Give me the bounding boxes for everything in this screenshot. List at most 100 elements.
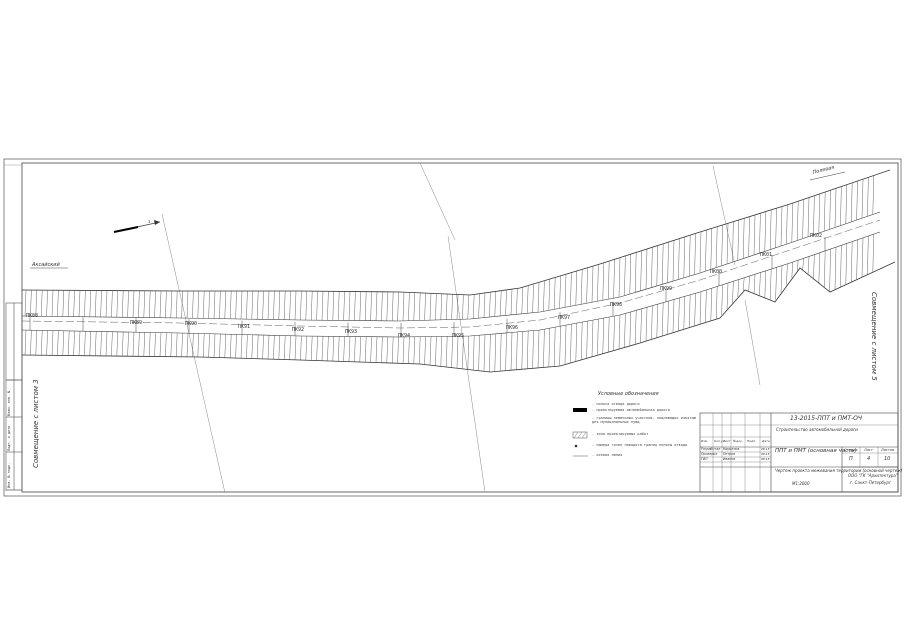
legend-item: - проектируемая автомобильная дорога [592,408,670,412]
hatch-line [672,240,675,281]
picket-label: ПК93 [345,329,358,335]
hatch-line [121,290,124,318]
hatch-line [445,294,448,320]
hatch-line [629,254,632,294]
hatch-line [175,290,178,318]
match-line-left-label: Совмещение с листом 3 [32,379,40,468]
hatch-line [386,336,389,363]
hatch-line [283,290,286,320]
legend-item: - полоса отвода дороги [592,402,640,406]
hatch-line [381,336,383,363]
hatch-line [337,291,340,321]
hatch-line [613,316,615,351]
hatch-line [397,336,399,364]
picket-label: ПК99 [660,286,673,292]
hatch-line [246,334,248,359]
hatch-line [688,294,691,328]
date-cell: 08.15 [761,457,770,461]
hatch-line [710,288,713,321]
hatch-line [683,236,686,278]
hatch-line [273,335,275,360]
sheet-outer-border [3,158,902,497]
right-of-way-upper-edge [21,169,891,296]
hatch-line [375,336,378,363]
hatch-line [30,330,32,356]
hatch-line [159,290,162,318]
hatch-line [624,313,626,348]
hatch-line [548,279,551,311]
hatch-line [521,287,524,314]
hatch-line [310,336,313,361]
coordinate-grid-lines [161,162,761,494]
hatch-line [370,291,372,321]
hatch-line [505,289,507,316]
hatch-line [35,330,38,356]
legend-item: - номера точек поворота границ полосы от… [592,443,688,447]
hatch-line [699,231,702,273]
hatch-line [807,197,810,237]
hatch-line [116,331,119,357]
hatch-line [510,289,513,315]
hatch-line [381,291,383,321]
name-cell: Петров [723,452,736,456]
hatch-line [472,335,475,371]
hatch-line [456,336,459,369]
hatch-line [634,252,637,293]
hatch-line [240,290,243,320]
column-header: №док. [733,439,743,443]
hatch-line [197,290,200,319]
hatch-line [656,245,659,286]
company-name: ООО "ГК "Архитектура" [848,473,898,478]
hatch-line [759,213,761,253]
hatch-line [732,221,734,262]
hatch-line [67,330,70,356]
carriageway-lower-edge [21,231,881,338]
hatch-line [429,293,432,321]
legend-title: Условные обозначения [598,391,659,397]
date-cell: 08.15 [761,447,770,451]
hatch-line [510,332,513,371]
hatch-line [634,310,637,345]
hatch-line [618,314,621,349]
hatch-line [386,291,389,321]
hatch-line [391,291,394,321]
hatch-line [116,290,119,318]
hatch-line [872,175,875,215]
hatch-line [597,319,599,355]
hatch-line [678,238,680,280]
hatch-line [51,290,54,317]
hatch-line [764,211,767,252]
hatch-line [570,324,572,363]
hatch-line [769,209,772,250]
hatch-line [489,334,491,372]
hatch-line [327,336,329,361]
picket-label: ПК92 [292,327,305,333]
hatch-line [397,291,399,321]
hatch-line [715,226,718,268]
hatch-line [67,290,70,317]
hatch-line [132,290,135,318]
hatch-line [845,243,848,285]
hatch-line [100,331,102,356]
hatch-line [726,223,729,264]
hatch-line [132,332,135,357]
hatch-line [586,321,588,359]
hatch-line [759,272,761,297]
hatch-line [613,259,615,299]
hatch-line [791,203,794,243]
hatch-line [84,290,86,317]
hatch-line [413,336,416,364]
hatch-line [229,290,232,319]
company-city: г. Санкт-Петербург [850,480,891,485]
hatch-line [834,247,837,290]
hatch-line [678,297,680,331]
hatch-line [300,336,302,361]
role-cell: ГИП [701,457,708,461]
carriageway-upper-edge [21,211,881,322]
hatch-line [229,334,232,358]
hatch-line [737,219,740,261]
hatch-line [478,335,480,371]
hatch-line [764,270,767,299]
hatch-line [46,290,48,317]
role-cell: Разработал [701,447,721,451]
